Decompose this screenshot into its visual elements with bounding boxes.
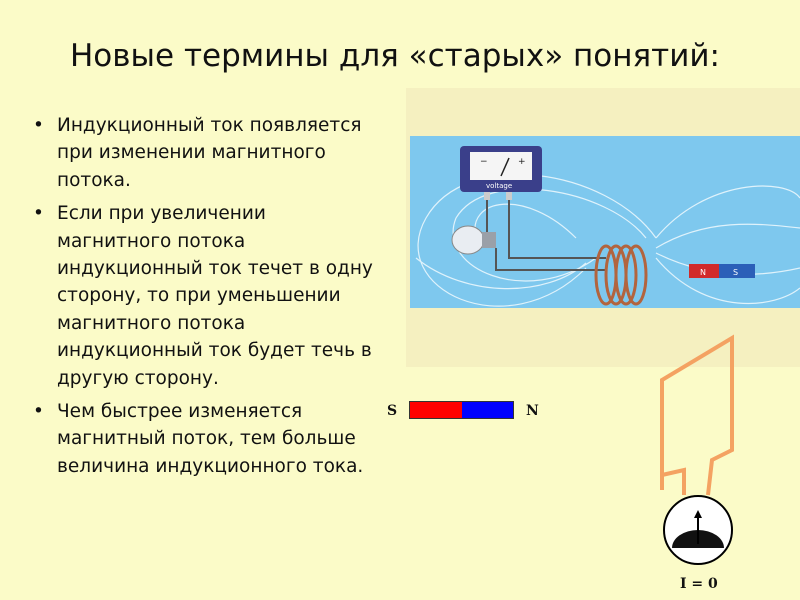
slide-title: Новые термины для «старых» понятий: [70, 38, 720, 74]
bullet-item: Чем быстрее изменяется магнитный поток, … [30, 398, 380, 480]
galvanometer-reading: I = 0 [680, 576, 718, 592]
bullet-item: Если при увеличении магнитного потока ин… [30, 200, 380, 392]
bullet-list: Индукционный ток появляется при изменени… [30, 112, 380, 486]
magnet-n-pole-label: N [526, 403, 539, 419]
wire-frame [660, 334, 734, 496]
magnet-red-half [410, 402, 462, 418]
meter-minus: − [480, 157, 488, 167]
bullet-item: Индукционный ток появляется при изменени… [30, 112, 380, 194]
bar-magnet-diagram [409, 401, 514, 419]
magnet-n-label: N [700, 268, 706, 277]
magnet-s-pole-label: S [387, 403, 398, 419]
induction-illustration: − + voltage N S [406, 88, 800, 367]
magnet-blue-half [462, 402, 513, 418]
lightbulb-icon [451, 225, 496, 255]
magnet-s-label: S [733, 268, 738, 277]
galvanometer-icon [663, 495, 733, 565]
meter-plus: + [518, 157, 526, 167]
coil [594, 244, 648, 306]
voltmeter: − + voltage [460, 146, 542, 200]
meter-label: voltage [486, 182, 512, 190]
wire-frame-galvanometer [660, 334, 734, 565]
bar-magnet: N S [689, 264, 755, 278]
